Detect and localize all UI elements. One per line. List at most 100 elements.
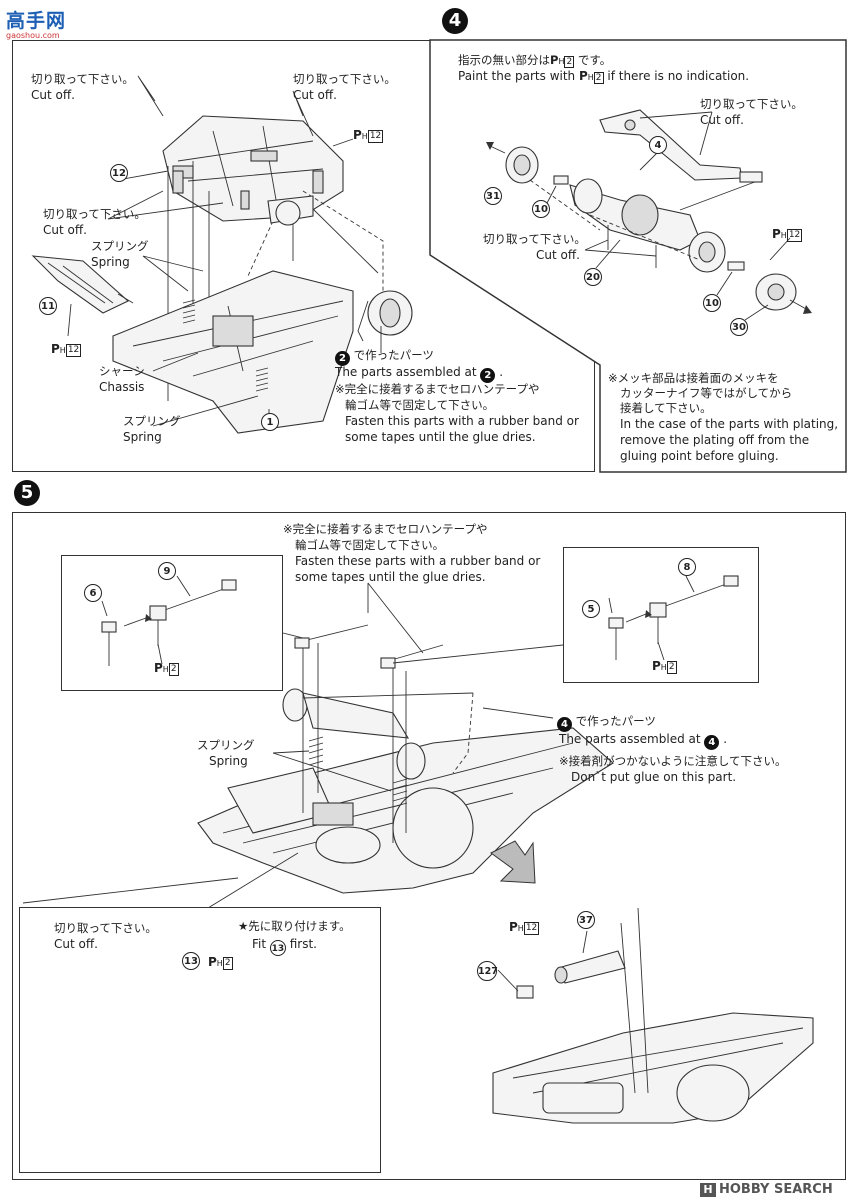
inset-right-drawing	[608, 575, 739, 661]
tape-note-jp-1: ※完全に接着するまでセロハンテープや	[335, 382, 540, 396]
part-number-31: 31	[484, 187, 502, 205]
step4-paint-code-value: 12	[786, 229, 803, 242]
cut-off-jp-3: 切り取って下さい。	[43, 207, 146, 221]
plating-note-en-3: gluing point before gluing.	[620, 449, 779, 463]
step4-cut-off-en-1: Cut off.	[700, 113, 744, 127]
part-number-1: 1	[261, 413, 279, 431]
inset-left-drawing	[101, 575, 237, 666]
sub-left-cut-off-jp: 切り取って下さい。	[54, 921, 157, 935]
fit-first-post: first.	[289, 937, 317, 951]
part-number-10-left: 10	[532, 200, 550, 218]
assembled-en: The parts assembled at 2 .	[335, 365, 504, 383]
step4-cut-off-en-2: Cut off.	[536, 248, 580, 262]
step4-drawing	[486, 109, 812, 321]
step5-tape-note-jp-2: 輪ゴム等で固定して下さい。	[295, 538, 445, 552]
site-logo: 高手网 gaoshou.com	[6, 6, 66, 40]
step-4-badge: 4	[442, 8, 468, 34]
step5-assembled-jp: 4 で作ったパーツ	[557, 713, 656, 732]
spring-en-2: Spring	[123, 430, 162, 444]
sub-right-paint-value: 12	[523, 922, 540, 935]
sub-left-paint-value: 2	[222, 957, 233, 970]
tape-note-jp-2: 輪ゴム等で固定して下さい。	[345, 398, 495, 412]
step5-assembled-jp-text: で作ったパーツ	[575, 714, 656, 728]
step-ref-badge: 2	[335, 351, 350, 366]
step-ref-badge-en: 2	[480, 368, 496, 383]
step5-tape-note-jp-1: ※完全に接着するまでセロハンテープや	[283, 522, 488, 536]
step4-cut-off-jp-2: 切り取って下さい。	[483, 232, 586, 246]
chassis-en: Chassis	[99, 380, 145, 394]
step5-ref-badge-en: 4	[704, 735, 720, 750]
step3-drawing	[31, 75, 413, 434]
part-number-13: 13	[182, 952, 200, 970]
step5-tape-note-en-2: some tapes until the glue dries.	[295, 570, 486, 584]
inset-right-paint-value: 2	[666, 661, 677, 674]
fit-first-jp: ★先に取り付けます。	[238, 919, 351, 933]
cut-off-jp-1: 切り取って下さい。	[31, 72, 134, 86]
plating-note-jp-1: ※メッキ部品は接着面のメッキを	[608, 371, 779, 385]
step4-cut-off-jp-1: 切り取って下さい。	[700, 97, 803, 111]
step4-outline	[429, 39, 847, 473]
part-number-12: 12	[110, 164, 128, 182]
part-number-8: 8	[678, 558, 696, 576]
part-number-30: 30	[730, 318, 748, 336]
cut-off-jp-2: 切り取って下さい。	[293, 72, 396, 86]
cut-off-en-2: Cut off.	[293, 88, 337, 102]
step4-paint-jp-post: です。	[577, 53, 612, 67]
spring-jp-1: スプリング	[91, 239, 149, 253]
step5-spring-jp: スプリング	[197, 738, 255, 752]
sub-left-cut-off-en: Cut off.	[54, 937, 98, 951]
part-number-20: 20	[584, 268, 602, 286]
spring-jp-2: スプリング	[123, 414, 181, 428]
paint-code-value: 12	[367, 130, 384, 143]
part-number-10-right: 10	[703, 294, 721, 312]
step5-tape-note-en-1: Fasten these parts with a rubber band or	[295, 554, 541, 568]
step5-assembled-en: The parts assembled at 4 .	[559, 732, 728, 750]
step4-paint-code-en: 2	[593, 72, 604, 84]
chassis-jp: シャーシ	[99, 364, 145, 378]
plating-note-en-2: remove the plating off from the	[620, 433, 810, 447]
site-logo-text: 高手网	[6, 10, 67, 32]
step5-assembled-en-text: The parts assembled at	[559, 732, 701, 746]
paint-code-value-b: 12	[65, 344, 82, 357]
step5-ref-badge: 4	[557, 717, 572, 732]
fit-first-part-13: 13	[269, 940, 286, 956]
part-number-127: 127	[477, 961, 498, 981]
fit-first-pre: Fit	[252, 937, 267, 951]
watermark-mark: H	[700, 1183, 716, 1197]
inset-left-paint-value: 2	[168, 663, 179, 676]
site-logo-url: gaoshou.com	[6, 31, 60, 40]
tape-note-en-1: Fasten this parts with a rubber band or	[345, 414, 579, 428]
step4-paint-jp-pre: 指示の無い部分は	[458, 53, 550, 67]
spring-en-1: Spring	[91, 255, 130, 269]
watermark-text: HOBBY SEARCH	[719, 1182, 833, 1197]
step-5-badge: 5	[14, 480, 40, 506]
plating-note-en-1: In the case of the parts with plating,	[620, 417, 839, 431]
noglue-note-jp: ※接着剤がつかないように注意して下さい。	[559, 754, 787, 768]
cut-off-en-1: Cut off.	[31, 88, 75, 102]
part-number-5: 5	[582, 600, 600, 618]
part-number-6: 6	[84, 584, 102, 602]
assembled-en-text: The parts assembled at	[335, 365, 477, 379]
part-number-4: 4	[649, 136, 667, 154]
cut-off-en-3: Cut off.	[43, 223, 87, 237]
part-number-9: 9	[158, 562, 176, 580]
step4-paint-en-post: if there is no indication.	[607, 69, 750, 83]
step5-panel: ※完全に接着するまでセロハンテープや 輪ゴム等で固定して下さい。 Fasten …	[12, 512, 846, 1180]
plating-note-jp-3: 接着して下さい。	[620, 401, 712, 415]
step4-paint-code-jp: 2	[564, 56, 575, 68]
step4-paint-en-pre: Paint the parts with	[458, 69, 576, 83]
assembled-jp-text: で作ったパーツ	[353, 348, 434, 362]
sub-panel-left: 切り取って下さい。 Cut off. ★先に取り付けます。 Fit 13 fir…	[19, 907, 381, 1173]
